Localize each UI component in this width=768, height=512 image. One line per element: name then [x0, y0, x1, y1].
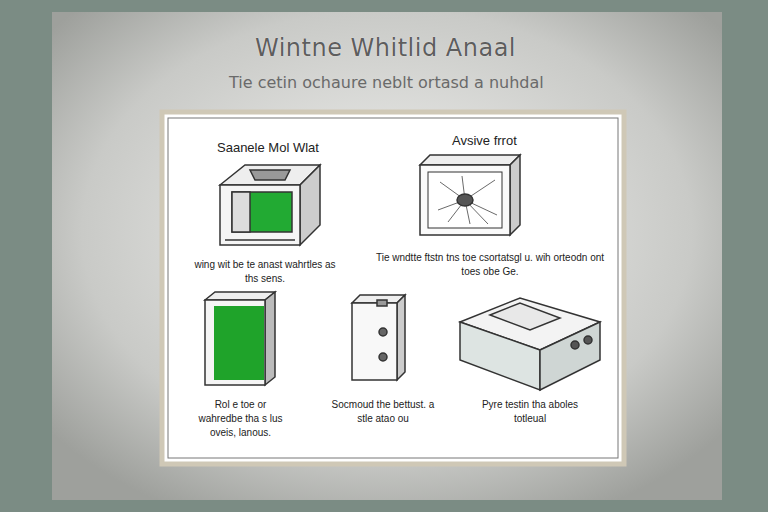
- speaker-icon: [352, 295, 405, 380]
- background-panel: [52, 12, 722, 500]
- title: Wintne Whitlid Anaal: [255, 34, 516, 62]
- panel-heading: Saanele Mol Wlat: [217, 140, 319, 155]
- panel-heading: Avsive frrot: [452, 133, 517, 148]
- subtitle: Tie cetin ochaure neblt ortasd a nuhdal: [229, 73, 544, 92]
- panel-caption: wing wit be te anast wahrtles as ths sen…: [190, 258, 340, 286]
- board-frame: [162, 112, 624, 464]
- panel-caption: Rol e toe or wahredbe tha s lus oveis, l…: [193, 398, 288, 440]
- board-inner: [168, 118, 618, 458]
- green-panel: [205, 292, 275, 385]
- device-box: [460, 298, 600, 390]
- panel-caption: Socmoud the bettust. a stle atao ou: [328, 398, 438, 426]
- panel-caption: Tie wndtte ftstn tns toe csortatsgl u. w…: [375, 251, 605, 279]
- monitor-icon: [420, 155, 520, 235]
- computer-icon: [220, 165, 320, 245]
- panel-caption: Pyre testin tha aboles totleual: [470, 398, 590, 426]
